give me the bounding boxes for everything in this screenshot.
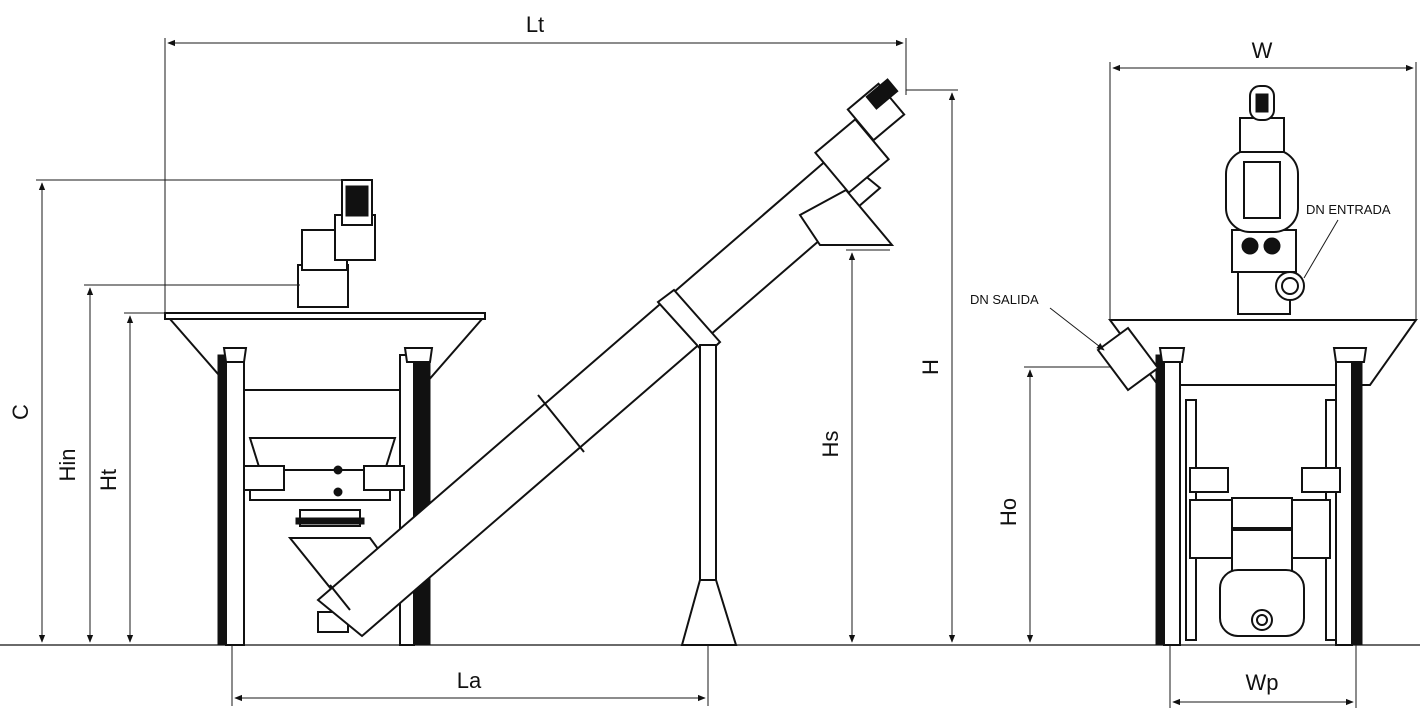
side-view xyxy=(164,78,906,646)
hopper-motor-base xyxy=(297,264,349,308)
leg-left-inner xyxy=(225,354,245,646)
leader-dn-entrada xyxy=(1303,219,1339,279)
label-la: La xyxy=(457,668,482,693)
label-dn-entrada: DN ENTRADA xyxy=(1306,202,1391,217)
discharge-spout xyxy=(798,188,895,246)
front-screw-end xyxy=(1219,569,1305,637)
front-view xyxy=(1096,85,1418,646)
hopper-cone xyxy=(167,318,485,391)
label-ho: Ho xyxy=(996,498,1021,526)
label-dn-salida: DN SALIDA xyxy=(970,292,1039,307)
label-c: C xyxy=(8,404,33,420)
front-outlet-flange xyxy=(1096,326,1160,392)
label-ht: Ht xyxy=(96,469,121,491)
label-hin: Hin xyxy=(55,448,80,481)
label-hs: Hs xyxy=(818,431,843,458)
hopper-top-plate xyxy=(164,312,486,320)
label-w: W xyxy=(1252,38,1273,63)
label-lt: Lt xyxy=(526,12,544,37)
leader-dn-salida xyxy=(1049,307,1105,351)
label-wp: Wp xyxy=(1246,670,1279,695)
label-h: H xyxy=(918,359,943,375)
